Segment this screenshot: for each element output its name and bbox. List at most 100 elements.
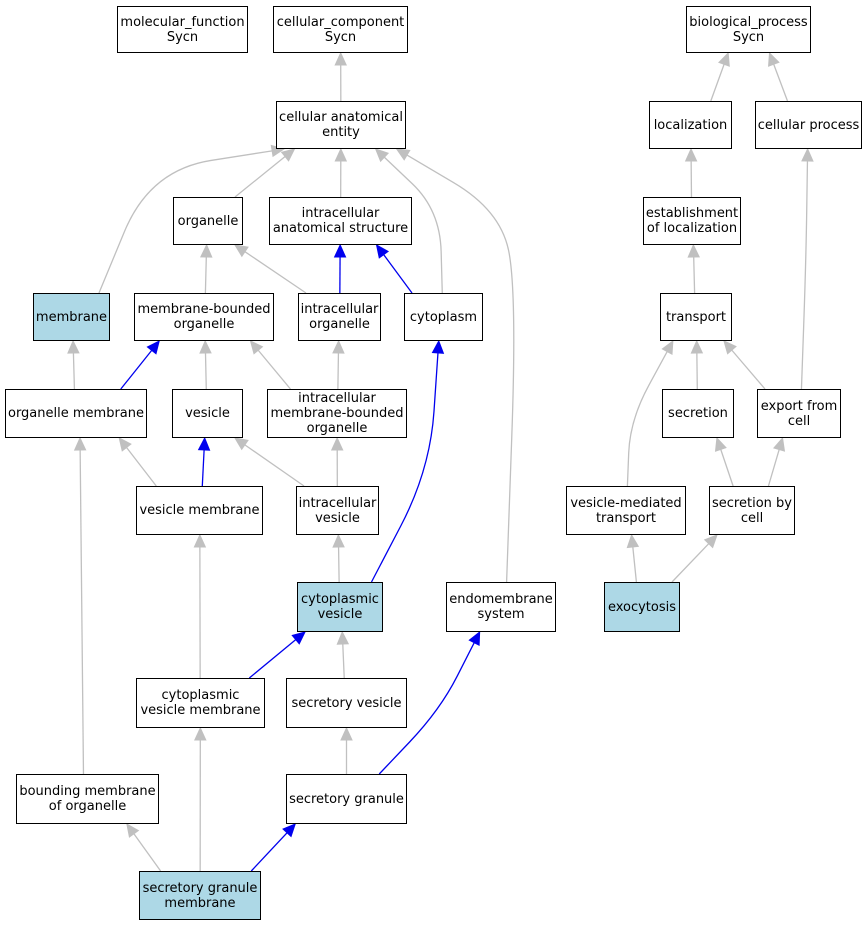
edge-arrowhead [234, 244, 249, 258]
node-organelle[interactable]: organelle [173, 197, 243, 245]
node-export-from-cell[interactable]: export from cell [757, 389, 841, 438]
edge-export-from-cell-to-transport [731, 349, 766, 390]
edge-arrowhead [340, 726, 353, 741]
edge-arrowhead [197, 436, 211, 451]
node-membrane[interactable]: membrane [33, 293, 110, 341]
edge-arrowhead [661, 339, 674, 355]
edge-arrowhead [280, 148, 296, 162]
edge-organelle-membrane-to-membrane-bounded-organelle [120, 349, 153, 390]
edge-arrowhead [332, 339, 345, 354]
edge-arrowhead [714, 436, 727, 452]
node-secretion[interactable]: secretion [662, 389, 734, 438]
node-membrane-bounded-organelle[interactable]: membrane-bounded organelle [134, 293, 274, 341]
node-cellular-process[interactable]: cellular process [755, 101, 862, 149]
edge-arrowhead [67, 339, 80, 354]
edge-arrowhead [395, 148, 411, 161]
edge-arrowhead [336, 630, 350, 645]
node-bounding-membrane-of-organelle[interactable]: bounding membrane of organelle [16, 774, 159, 824]
edge-organelle-to-cellular-anatomical-entity [234, 156, 286, 198]
edge-arrowhead [718, 51, 730, 67]
node-intracellular-organelle[interactable]: intracellular organelle [298, 293, 381, 341]
node-organelle-membrane[interactable]: organelle membrane [5, 389, 147, 438]
edge-intracellular-organelle-to-organelle [244, 251, 307, 294]
edge-secretory-granule-membrane-to-secretory-granule [250, 832, 288, 872]
edge-exocytosis-to-secretion-by-cell [671, 543, 710, 583]
edge-cytoplasmic-vesicle-to-cytoplasm [370, 352, 439, 583]
node-cytoplasmic-vesicle-membrane[interactable]: cytoplasmic vesicle membrane [136, 678, 265, 728]
node-establishment-of-localization[interactable]: establishment of localization [643, 197, 741, 245]
edge-intracellular-vesicle-to-vesicle [244, 444, 305, 487]
edge-arrowhead [468, 630, 481, 646]
node-cytoplasmic-vesicle[interactable]: cytoplasmic vesicle [297, 582, 383, 632]
node-endomembrane-system[interactable]: endomembrane system [446, 582, 556, 632]
edge-arrowhead [801, 147, 814, 162]
edge-arrowhead [687, 243, 700, 258]
node-vesicle-membrane[interactable]: vesicle membrane [136, 486, 263, 535]
edge-vesicle-membrane-to-vesicle [201, 449, 205, 487]
edge-arrowhead [146, 340, 160, 355]
node-secretory-granule[interactable]: secretory granule [286, 774, 407, 824]
edge-secretion-by-cell-to-export-from-cell [767, 449, 780, 487]
edge-cytoplasmic-vesicle-to-intracellular-vesicle [337, 546, 340, 583]
edge-exocytosis-to-vesicle-mediated-transport [632, 546, 638, 583]
edge-cytoplasmic-vesicle-membrane-to-cytoplasmic-vesicle [248, 639, 297, 679]
edge-arrowhead [249, 340, 264, 355]
edge-export-from-cell-to-cellular-process [800, 160, 809, 390]
node-intracellular-vesicle[interactable]: intracellular vesicle [296, 486, 379, 535]
node-cellular-anatomical-entity[interactable]: cellular anatomical entity [276, 101, 406, 149]
edge-membrane-bounded-organelle-to-organelle [204, 256, 207, 294]
edge-arrowhead [200, 243, 213, 258]
node-secretory-vesicle[interactable]: secretory vesicle [286, 678, 407, 728]
edge-cytoplasm-to-intracellular-anatomical-structure [383, 254, 413, 294]
edge-arrowhead [374, 148, 390, 163]
edge-endomembrane-system-to-cellular-anatomical-entity [406, 154, 515, 583]
edge-vesicle-mediated-transport-to-transport [626, 351, 668, 487]
edge-intracellular-membrane-bounded-organelle-to-membrane-bounded-organelle [257, 349, 291, 390]
edge-arrowhead [291, 631, 306, 645]
edge-localization-to-biological-process [710, 64, 725, 102]
edge-cytoplasm-to-cellular-anatomical-entity [383, 156, 443, 294]
edge-arrowhead [333, 243, 347, 258]
node-transport[interactable]: transport [660, 293, 732, 341]
edge-arrowhead [773, 436, 786, 452]
node-secretion-by-cell[interactable]: secretion by cell [709, 486, 795, 535]
edge-bounding-membrane-of-organelle-to-organelle-membrane [79, 449, 85, 775]
edge-arrowhead [703, 534, 718, 549]
node-biological-process[interactable]: biological_process Sycn [686, 6, 811, 53]
edge-arrowhead [330, 436, 344, 451]
node-secretory-granule-membrane[interactable]: secretory granule membrane [139, 871, 261, 920]
edge-arrowhead [332, 533, 345, 548]
edge-arrowhead [375, 244, 390, 259]
node-cellular-component[interactable]: cellular_component Sycn [273, 6, 408, 53]
node-localization[interactable]: localization [649, 101, 732, 149]
edge-arrowhead [199, 339, 212, 354]
node-vesicle[interactable]: vesicle [172, 389, 243, 438]
edge-intracellular-membrane-bounded-organelle-to-intracellular-organelle [337, 352, 340, 390]
edge-arrowhead [126, 823, 140, 838]
node-intracellular-membrane-bounded-organelle[interactable]: intracellular membrane-bounded organelle [267, 389, 407, 438]
edge-arrowhead [193, 533, 207, 548]
edge-arrowhead [234, 437, 249, 451]
node-vesicle-mediated-transport[interactable]: vesicle-mediated transport [566, 486, 686, 535]
edge-arrowhead [118, 437, 132, 452]
edge-secretion-by-cell-to-secretion [720, 449, 734, 487]
edge-vesicle-membrane-to-organelle-membrane [126, 447, 157, 487]
edge-arrowhead [768, 51, 780, 67]
node-exocytosis[interactable]: exocytosis [604, 582, 680, 632]
edge-arrowhead [194, 726, 207, 741]
edge-arrowhead [334, 51, 347, 66]
node-cytoplasm[interactable]: cytoplasm [404, 293, 483, 341]
edge-arrowhead [73, 436, 87, 451]
edge-arrowhead [431, 339, 445, 354]
edge-arrowhead [690, 339, 704, 354]
edge-vesicle-to-membrane-bounded-organelle [204, 352, 207, 390]
edge-cellular-process-to-biological-process [773, 64, 789, 102]
edge-organelle-membrane-to-membrane [72, 352, 76, 390]
edge-arrowhead [334, 147, 348, 162]
edge-secretory-granule-membrane-to-bounding-membrane-of-organelle [133, 833, 162, 872]
edge-secretory-granule-to-endomembrane-system [378, 642, 475, 775]
node-intracellular-anatomical-structure[interactable]: intracellular anatomical structure [269, 197, 412, 245]
node-molecular-function[interactable]: molecular_function Sycn [117, 6, 248, 53]
